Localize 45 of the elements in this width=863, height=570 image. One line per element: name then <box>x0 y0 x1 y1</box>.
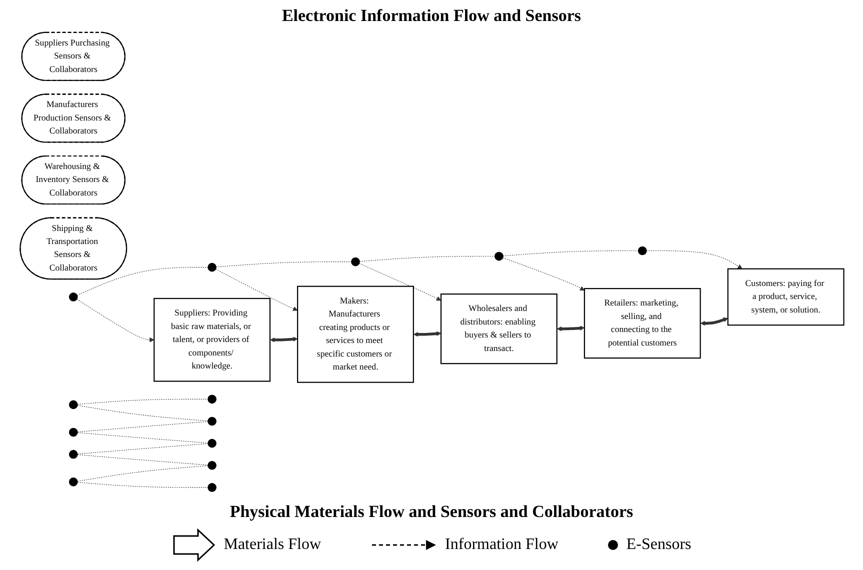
connector <box>76 482 208 488</box>
node-circle <box>207 416 216 426</box>
node-box: Retailers: marketing, selling, and connecting to the potential customers <box>583 288 700 359</box>
node-circle <box>207 438 216 448</box>
legend-label: Materials Flow <box>224 536 322 554</box>
node-circle <box>207 262 216 272</box>
connector <box>76 421 208 432</box>
node-circle <box>494 252 503 261</box>
node-circle <box>68 292 78 302</box>
diagram-title: Electronic Information Flow and Sensors <box>282 6 582 26</box>
connector <box>76 443 208 454</box>
arrow <box>358 263 441 301</box>
legend-label: E-Sensors <box>626 536 692 554</box>
connector <box>76 432 208 444</box>
connector <box>502 250 638 256</box>
arrow <box>76 298 154 342</box>
node-box: Makers: Manufacturers creating products or services to meet specific customers or market need. <box>296 286 414 383</box>
arrow <box>214 268 298 311</box>
connector <box>215 262 352 268</box>
arrow <box>269 336 298 342</box>
connector <box>76 398 208 405</box>
arrow <box>556 326 584 332</box>
connector <box>76 454 208 466</box>
node-circle <box>68 400 78 410</box>
arrow <box>502 257 584 291</box>
node-circle <box>68 478 78 486</box>
node-circle <box>207 460 216 470</box>
node-circle <box>68 450 78 459</box>
connector <box>358 256 495 262</box>
node-circle <box>207 483 216 492</box>
connector <box>76 405 208 422</box>
connector <box>76 465 208 482</box>
node-circle <box>68 428 78 437</box>
arrow <box>412 331 441 337</box>
arrow <box>700 317 728 326</box>
node-circle <box>637 246 646 256</box>
node-box: Suppliers: Providing basic raw materials, or talent, or providers of components/ knowledge. <box>153 298 270 382</box>
diagram-caption: Physical Materials Flow and Sensors and Collaborators <box>230 502 634 522</box>
arrow <box>646 250 742 270</box>
connector <box>76 267 208 296</box>
legend-label: Information Flow <box>445 536 558 554</box>
node-circle <box>207 394 216 404</box>
node-circle <box>350 257 360 266</box>
node-box: Wholesalers and distributors: enabling buyers & sellers to transact. <box>440 294 557 364</box>
node-box: Customers: paying for a product, service, system, or solution. <box>726 268 844 326</box>
